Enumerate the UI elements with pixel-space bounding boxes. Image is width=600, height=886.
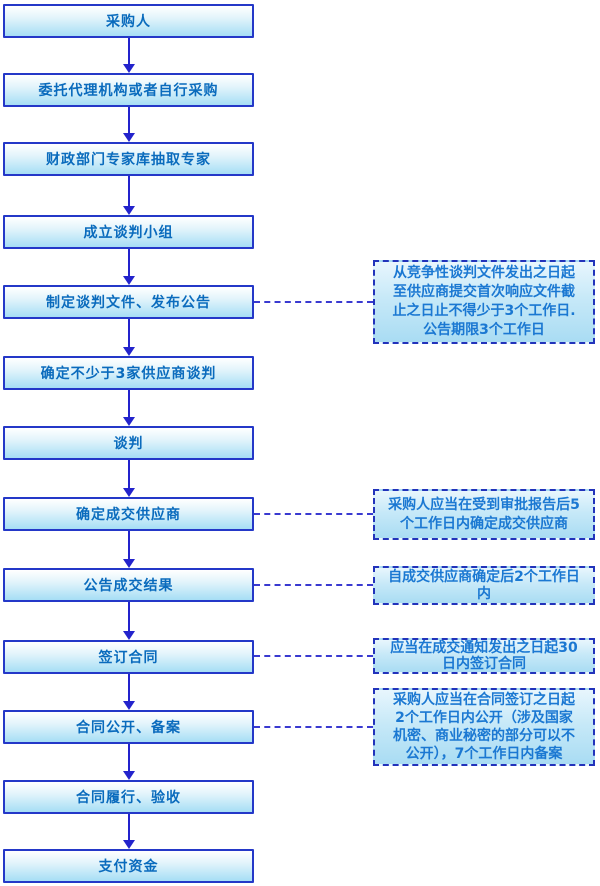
node-label: 确定成交供应商 [76,507,181,523]
arrow-down-icon [122,674,135,710]
node-label: 委托代理机构或者自行采购 [38,83,219,99]
node-label: 签订合同 [98,650,159,666]
arrow-down-icon [122,744,135,780]
node-label: 确定不少于3家供应商谈判 [40,366,217,382]
dashed-connector [254,513,373,515]
note-line: 自成交供应商确定后2个工作日 [388,568,580,585]
note-publicity-filing-deadline: 采购人应当在合同签订之日起 2个工作日内公开（涉及国家 机密、商业秘密的部分可以… [373,688,595,766]
arrow-down-icon [122,38,135,73]
note-announcement-period: 从竞争性谈判文件发出之日起 至供应商提交首次响应文件截 止之日止不得少于3个工作… [373,260,595,344]
arrow-down-icon [122,176,135,215]
note-line: 至供应商提交首次响应文件截 [393,284,575,300]
node-label: 合同公开、备案 [76,720,181,736]
node-label: 制定谈判文件、发布公告 [46,295,211,311]
dashed-connector [254,655,373,657]
node-prepare-docs-announce: 制定谈判文件、发布公告 [3,285,254,319]
node-announce-result: 公告成交结果 [3,568,254,602]
note-line: 采购人应当在合同签订之日起 [393,692,575,708]
note-determine-supplier-deadline: 采购人应当在受到审批报告后5 个工作日内确定成交供应商 [373,489,595,540]
node-purchaser: 采购人 [3,4,254,38]
arrow-down-icon [122,319,135,356]
arrow-down-icon [122,390,135,426]
note-line: 机密、商业秘密的部分可以不 [393,728,575,744]
node-label: 成立谈判小组 [83,225,174,241]
dashed-connector [254,584,373,586]
arrow-down-icon [122,531,135,568]
dashed-connector [254,301,373,303]
note-line: 个工作日内确定成交供应商 [400,515,568,532]
node-label: 谈判 [113,436,144,452]
node-contract-performance-acceptance: 合同履行、验收 [3,780,254,814]
note-line: 止之日止不得少于3个工作日. [392,303,576,319]
node-label: 支付资金 [98,859,159,875]
node-form-negotiation-team: 成立谈判小组 [3,215,254,249]
note-sign-contract-deadline: 应当在成交通知发出之日起30 日内签订合同 [373,638,595,674]
node-select-three-suppliers: 确定不少于3家供应商谈判 [3,356,254,390]
arrow-down-icon [122,460,135,497]
note-result-announce-deadline: 自成交供应商确定后2个工作日 内 [373,566,595,605]
note-line: 从竞争性谈判文件发出之日起 [393,265,575,281]
node-negotiate: 谈判 [3,426,254,460]
node-label: 公告成交结果 [83,578,174,594]
arrow-down-icon [122,249,135,285]
node-sign-contract: 签订合同 [3,640,254,674]
note-line: 采购人应当在受到审批报告后5 [388,496,580,513]
dashed-connector [254,726,373,728]
arrow-down-icon [122,602,135,640]
node-label: 合同履行、验收 [76,790,181,806]
note-line: 公告期限3个工作日 [423,322,545,338]
node-expert-draw: 财政部门专家库抽取专家 [3,142,254,176]
note-line: 日内签订合同 [442,656,526,672]
note-line: 应当在成交通知发出之日起30 [390,640,578,656]
note-line: 内 [477,585,491,602]
node-label: 财政部门专家库抽取专家 [46,152,211,168]
arrow-down-icon [122,814,135,849]
node-pay-funds: 支付资金 [3,849,254,883]
node-agency-or-self-procure: 委托代理机构或者自行采购 [3,73,254,107]
arrow-down-icon [122,107,135,142]
node-determine-winning-supplier: 确定成交供应商 [3,497,254,531]
note-line: 公开），7个工作日内备案 [405,746,563,762]
node-contract-publicity-filing: 合同公开、备案 [3,710,254,744]
node-label: 采购人 [106,14,151,30]
note-line: 2个工作日内公开（涉及国家 [395,710,573,726]
